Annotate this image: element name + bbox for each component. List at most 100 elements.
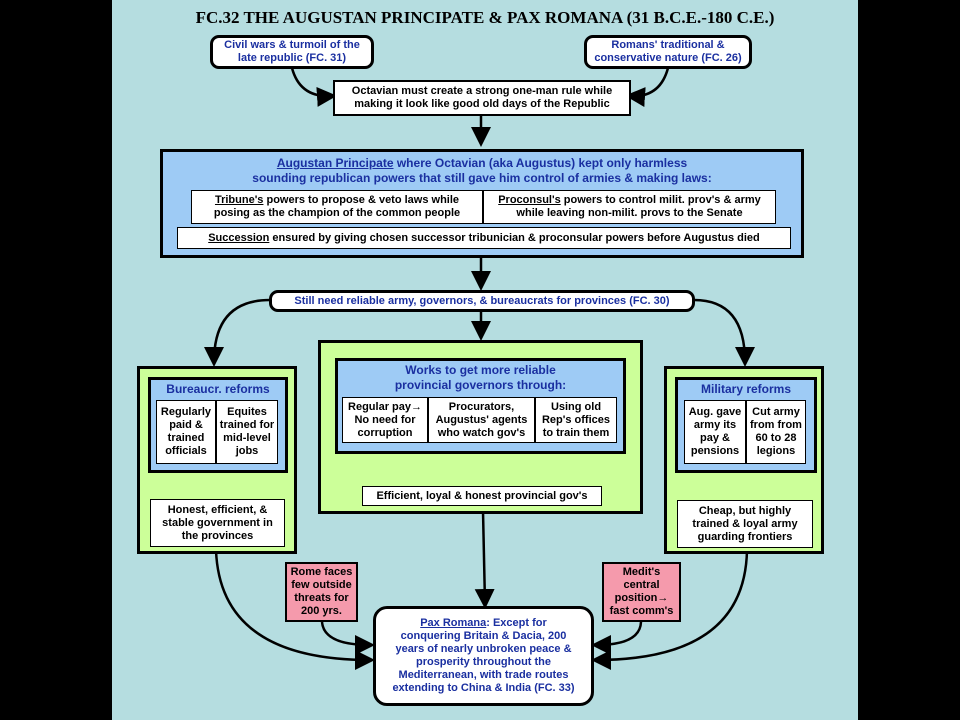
pax-line6: extending to China & India (FC. 33) [392,682,575,694]
proconsul-line2: while leaving non-milit. provs to the Se… [516,207,743,219]
tribune-line2: posing as the champion of the common peo… [213,207,461,219]
still-need-text: Still need reliable army, governors, & b… [294,294,670,307]
bureau-title: Bureaucr. reforms [166,382,270,396]
arrow-need-to-military [693,298,755,367]
pax-line3: years of nearly unbroken peace & [395,643,572,655]
governors-title-l1: Works to get more reliable [405,363,556,377]
civil-wars-line2: late republic (FC. 31) [237,52,347,64]
procurators-l2: Augustus' agents [435,413,528,426]
old-offices-l1: Using old [550,400,602,413]
governors-title-l2: provincial governors through: [394,378,567,392]
succession-term: Succession [208,231,270,244]
military-left-l3: pay & [700,432,730,444]
medit-l4: fast comm's [609,605,674,617]
bureau-result-box: Honest, efficient, &stable government in… [150,499,285,547]
medit-l3: position→ [614,592,669,604]
old-offices-l2: Rep's offices [541,413,611,426]
pax-romana-term: Pax Romana [420,617,487,629]
octavian-line1: Octavian must create a strong one-man ru… [351,85,613,97]
principate-heading: Augustan Principate where Octavian (aka … [163,156,801,186]
civil-wars-box: Civil wars & turmoil of the late republi… [210,35,374,69]
tradition-line2: conservative nature (FC. 26) [594,52,742,64]
arrow-right-to-octavian [625,67,670,107]
threats-l1: Rome faces [290,566,353,578]
bureau-left-l4: officials [165,445,207,457]
governors-result-box: Efficient, loyal & honest provincial gov… [362,486,602,506]
regular-pay-l1: Regular pay→ [348,400,422,413]
civil-wars-line1: Civil wars & turmoil of the [224,39,360,51]
bureau-right-l3: mid-level [223,432,271,444]
still-need-box: Still need reliable army, governors, & b… [269,290,695,312]
page-title: FC.32 THE AUGUSTAN PRINCIPATE & PAX ROMA… [195,8,775,27]
military-result-l1: Cheap, but highly [698,504,792,517]
military-left-l2: army its [693,419,737,431]
bureau-right-l4: jobs [235,445,259,457]
succession-rest: ensured by giving chosen successor tribu… [269,231,760,244]
bureau-right-l2: trained for [219,419,275,431]
medit-l1: Medit's [622,566,661,578]
military-title: Military reforms [700,382,792,396]
procurators-l3: who watch gov's [437,426,526,439]
arrow-threats-to-pax [320,621,375,655]
military-right-l1: Cut army [752,406,800,418]
military-left-l4: pensions [690,445,740,457]
military-result-l3: guarding frontiers [697,530,793,543]
military-result-l2: trained & loyal army [692,517,798,530]
principate-panel: Augustan Principate where Octavian (aka … [160,149,804,258]
military-right-l3: 60 to 28 [755,432,797,444]
proconsul-term: Proconsul's [498,194,561,206]
threats-l3: threats for [294,592,349,604]
pax-line5: Mediterranean, with trade routes [398,669,569,681]
principate-heading-rest: where Octavian (aka Augustus) kept only … [393,156,688,170]
bureau-result-l3: the provinces [181,529,254,542]
governors-inner-panel: Works to get more reliable provincial go… [335,358,626,454]
tradition-line1: Romans' traditional & [611,39,725,51]
bureau-left-l1: Regularly [160,406,212,418]
pax-line2: conquering Britain & Dacia, 200 [400,630,567,642]
tribune-term: Tribune's [214,194,264,206]
military-left-l1: Aug. gave [688,406,742,418]
governors-title: Works to get more reliable provincial go… [338,363,623,393]
bureau-right-l1: Equites [227,406,267,418]
proconsul-box: Proconsul's powers to control milit. pro… [483,190,776,224]
tribune-box: Tribune's powers to propose & veto laws … [191,190,483,224]
bureau-left-l3: trained [167,432,205,444]
pax-line1-rest: : Except for [486,617,547,629]
succession-box: Succession ensured by giving chosen succ… [177,227,791,249]
proconsul-rest: powers to control milit. prov's & army [560,194,761,206]
threats-l2: few outside [291,579,352,591]
arrow-left-to-octavian [290,67,337,107]
old-offices-l3: to train them [542,426,610,439]
pax-line4: prosperity throughout the [415,656,552,668]
arrow-need-to-bureau [204,298,271,367]
octavian-box: Octavian must create a strong one-man ru… [333,80,631,116]
arrow-gov-to-pax [474,510,495,609]
regular-pay-l3: corruption [357,426,413,439]
principate-heading-line2: sounding republican powers that still ga… [252,171,712,185]
arrow-medit-to-pax [591,621,643,655]
arrow-military-result-to-pax [591,549,749,670]
tribune-rest: powers to propose & veto laws while [263,194,460,206]
procurators-l1: Procurators, [448,400,515,413]
arrow-bureau-result-to-pax [214,549,375,670]
regular-pay-l2: No need for [354,413,416,426]
bureau-result-l1: Honest, efficient, & [167,503,268,516]
principate-term: Augustan Principate [276,156,394,170]
governors-result-text: Efficient, loyal & honest provincial gov… [376,489,588,502]
tradition-box: Romans' traditional & conservative natur… [584,35,752,69]
pax-romana-box: Pax Romana: Except for conquering Britai… [373,606,594,706]
governors-panel: Works to get more reliable provincial go… [318,340,643,514]
bureau-result-l2: stable government in [162,516,273,529]
